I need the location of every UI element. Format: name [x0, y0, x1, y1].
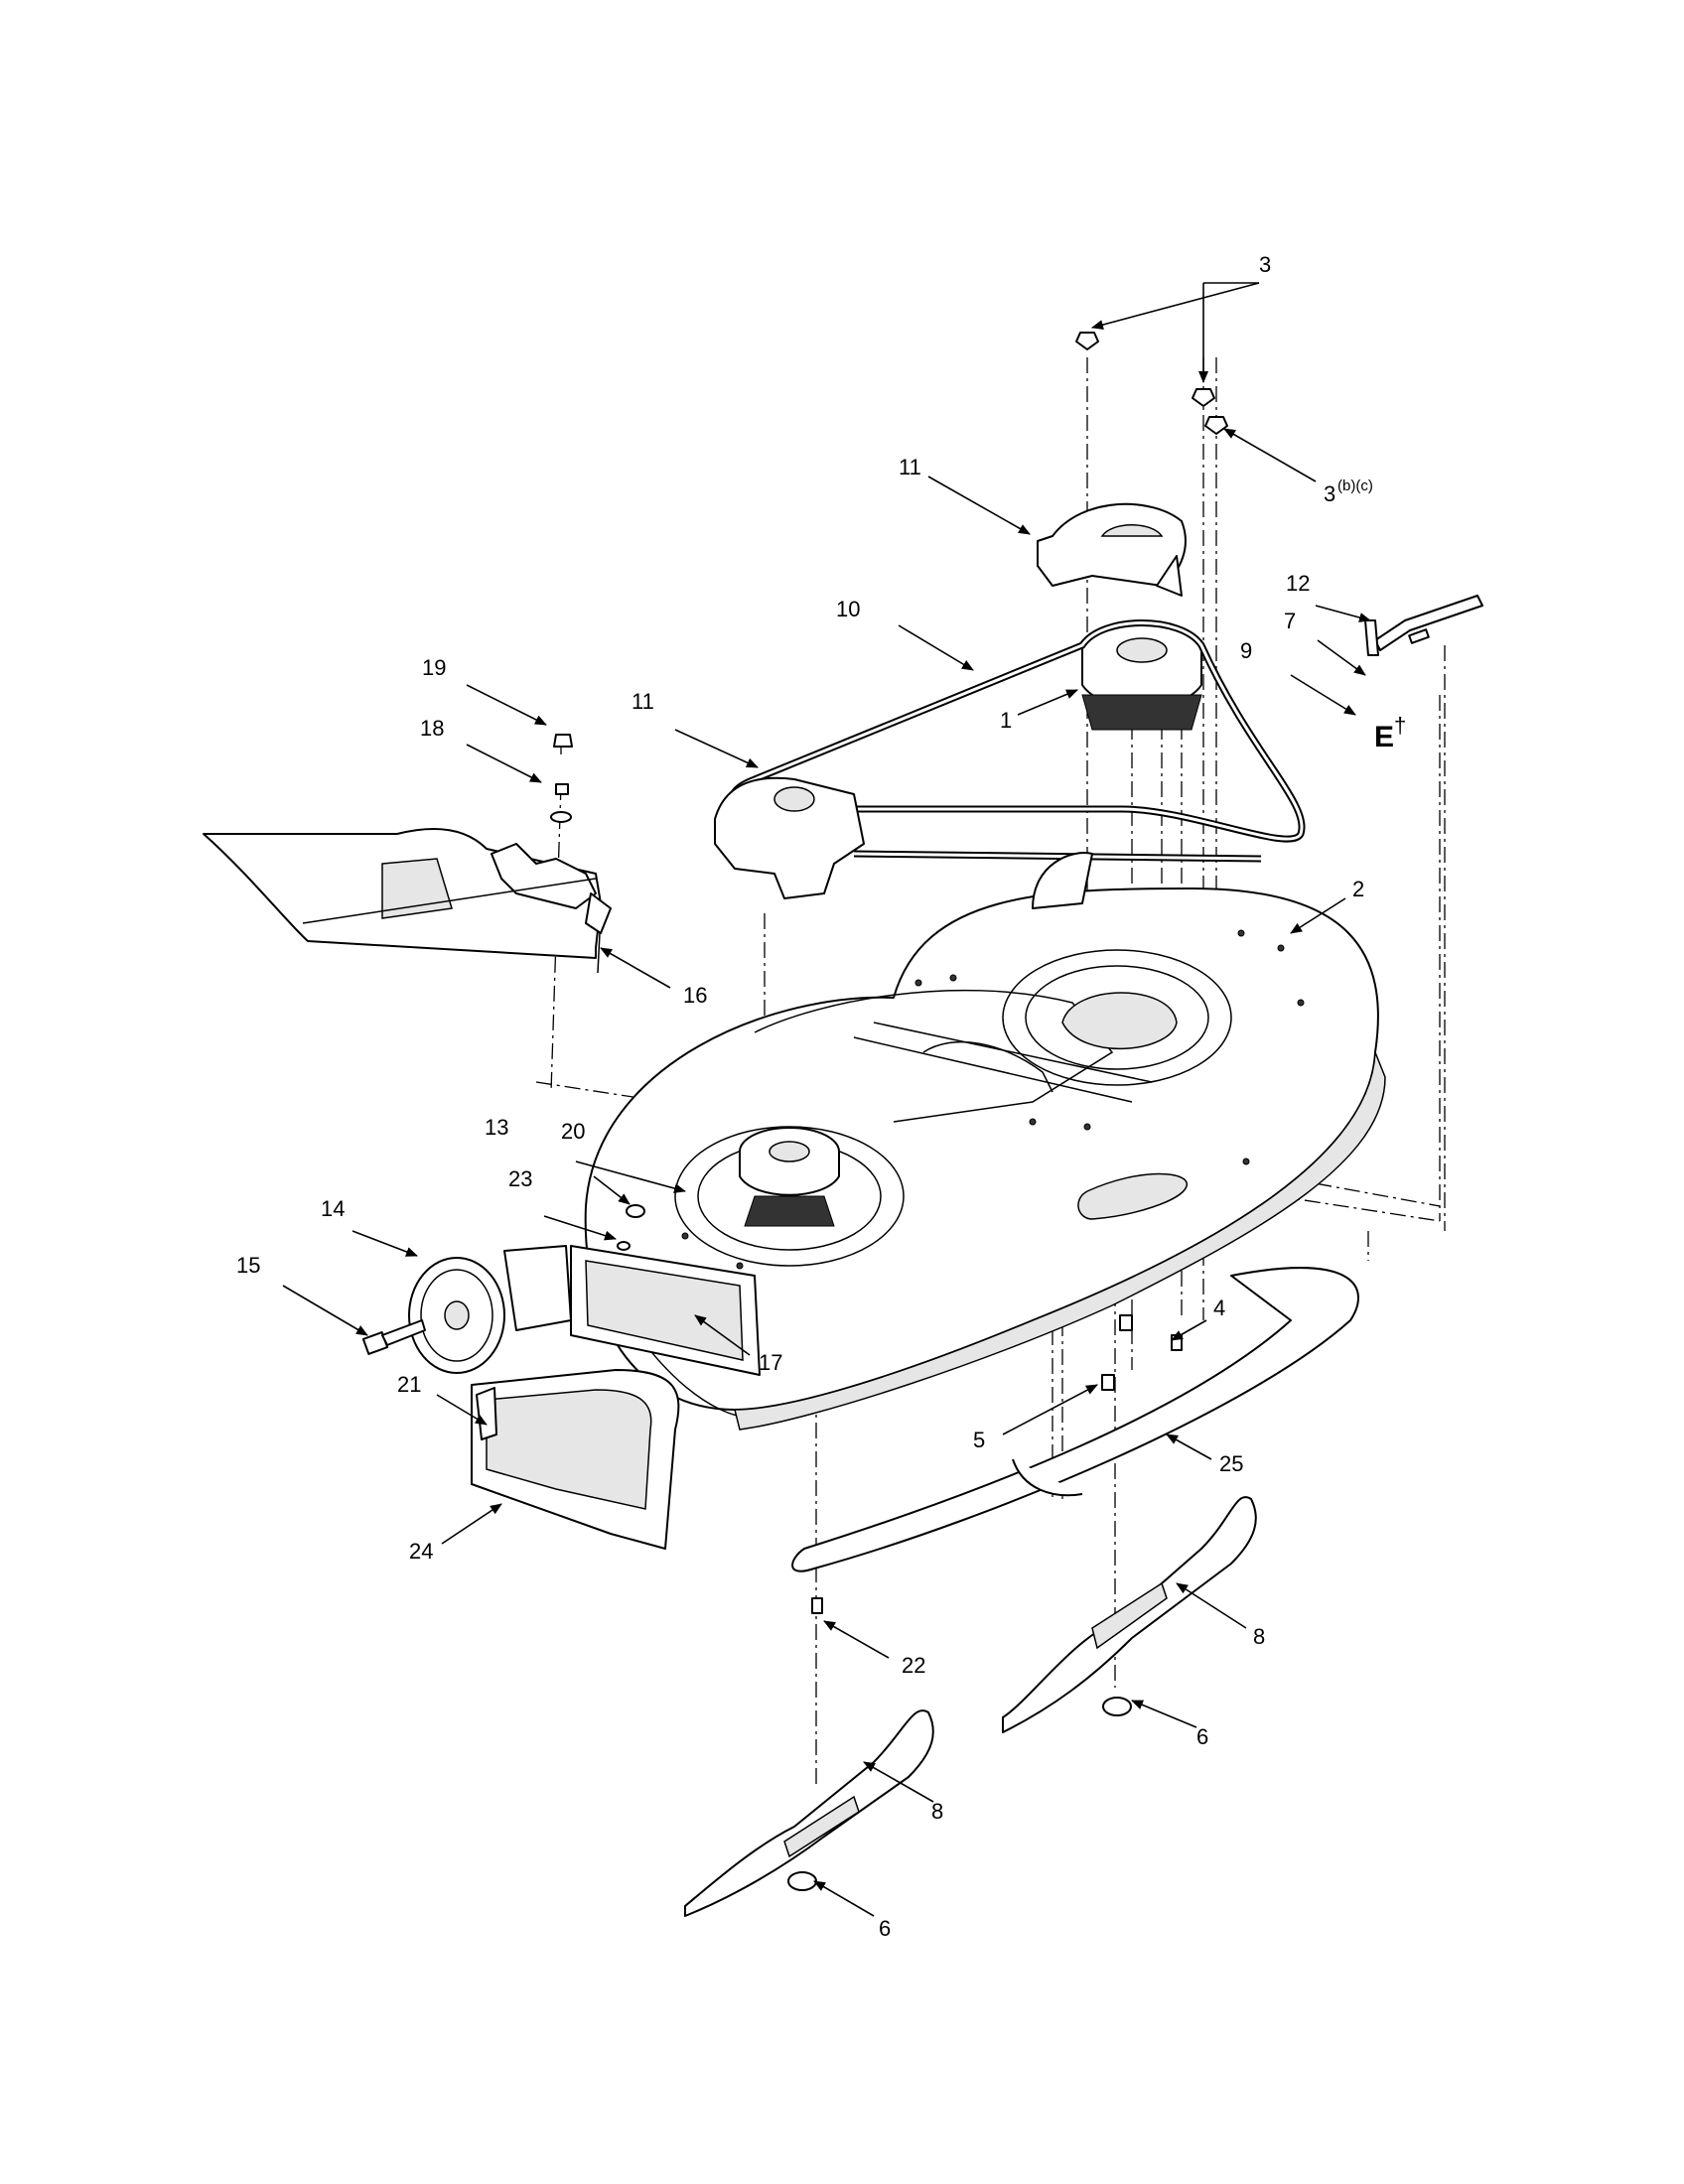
e-mark: E — [1374, 721, 1394, 753]
bolt — [361, 1319, 426, 1355]
callout-labels: 3 3 (b)(c) 11 10 1 12 7 9 E † 2 11 19 18… — [236, 252, 1406, 1941]
mower-deck — [584, 887, 1386, 1431]
spindle-assembly — [1081, 621, 1202, 731]
gauge-wheel — [408, 1245, 761, 1376]
callout-18: 18 — [420, 716, 444, 741]
hardware — [550, 332, 1483, 1891]
belt-guard-upper — [1037, 502, 1187, 597]
callout-9: 9 — [1240, 638, 1252, 663]
callout-13: 13 — [485, 1115, 508, 1140]
callout-12: 12 — [1286, 571, 1310, 596]
callout-20: 20 — [561, 1119, 585, 1144]
callout-7: 7 — [1284, 609, 1296, 633]
callout-21: 21 — [397, 1372, 421, 1397]
discharge-chute — [203, 828, 612, 974]
callout-5: 5 — [973, 1428, 985, 1452]
callout-6-left: 6 — [879, 1916, 891, 1941]
left-spindle-pulley — [739, 1127, 840, 1227]
callout-3-bc: 3 — [1324, 481, 1335, 506]
callout-8-right: 8 — [1253, 1624, 1265, 1649]
callout-15: 15 — [236, 1253, 260, 1278]
callout-17: 17 — [759, 1350, 782, 1375]
baffle — [471, 1369, 680, 1550]
callout-6-right: 6 — [1196, 1724, 1208, 1749]
deck-skirt — [791, 1267, 1359, 1572]
blade-left — [684, 1709, 934, 1917]
callout-11-lower: 11 — [632, 689, 654, 714]
callout-8-left: 8 — [931, 1799, 943, 1824]
callout-2: 2 — [1352, 877, 1364, 901]
callout-3: 3 — [1259, 252, 1271, 277]
callout-16: 16 — [683, 983, 707, 1008]
callout-11-upper: 11 — [899, 455, 921, 479]
callout-25: 25 — [1219, 1451, 1243, 1476]
dagger-mark: † — [1394, 713, 1406, 738]
callout-3-superscript: (b)(c) — [1337, 478, 1373, 494]
callout-14: 14 — [321, 1196, 345, 1221]
callout-10: 10 — [836, 597, 860, 621]
leader-lines — [282, 282, 1371, 1917]
callout-23: 23 — [508, 1166, 532, 1191]
callout-19: 19 — [422, 655, 446, 680]
blade-right — [1002, 1496, 1257, 1733]
callout-4: 4 — [1213, 1296, 1225, 1320]
belt-guard-lower — [714, 776, 1093, 909]
callout-1: 1 — [1000, 708, 1012, 733]
callout-24: 24 — [409, 1539, 433, 1564]
callout-22: 22 — [902, 1653, 925, 1678]
